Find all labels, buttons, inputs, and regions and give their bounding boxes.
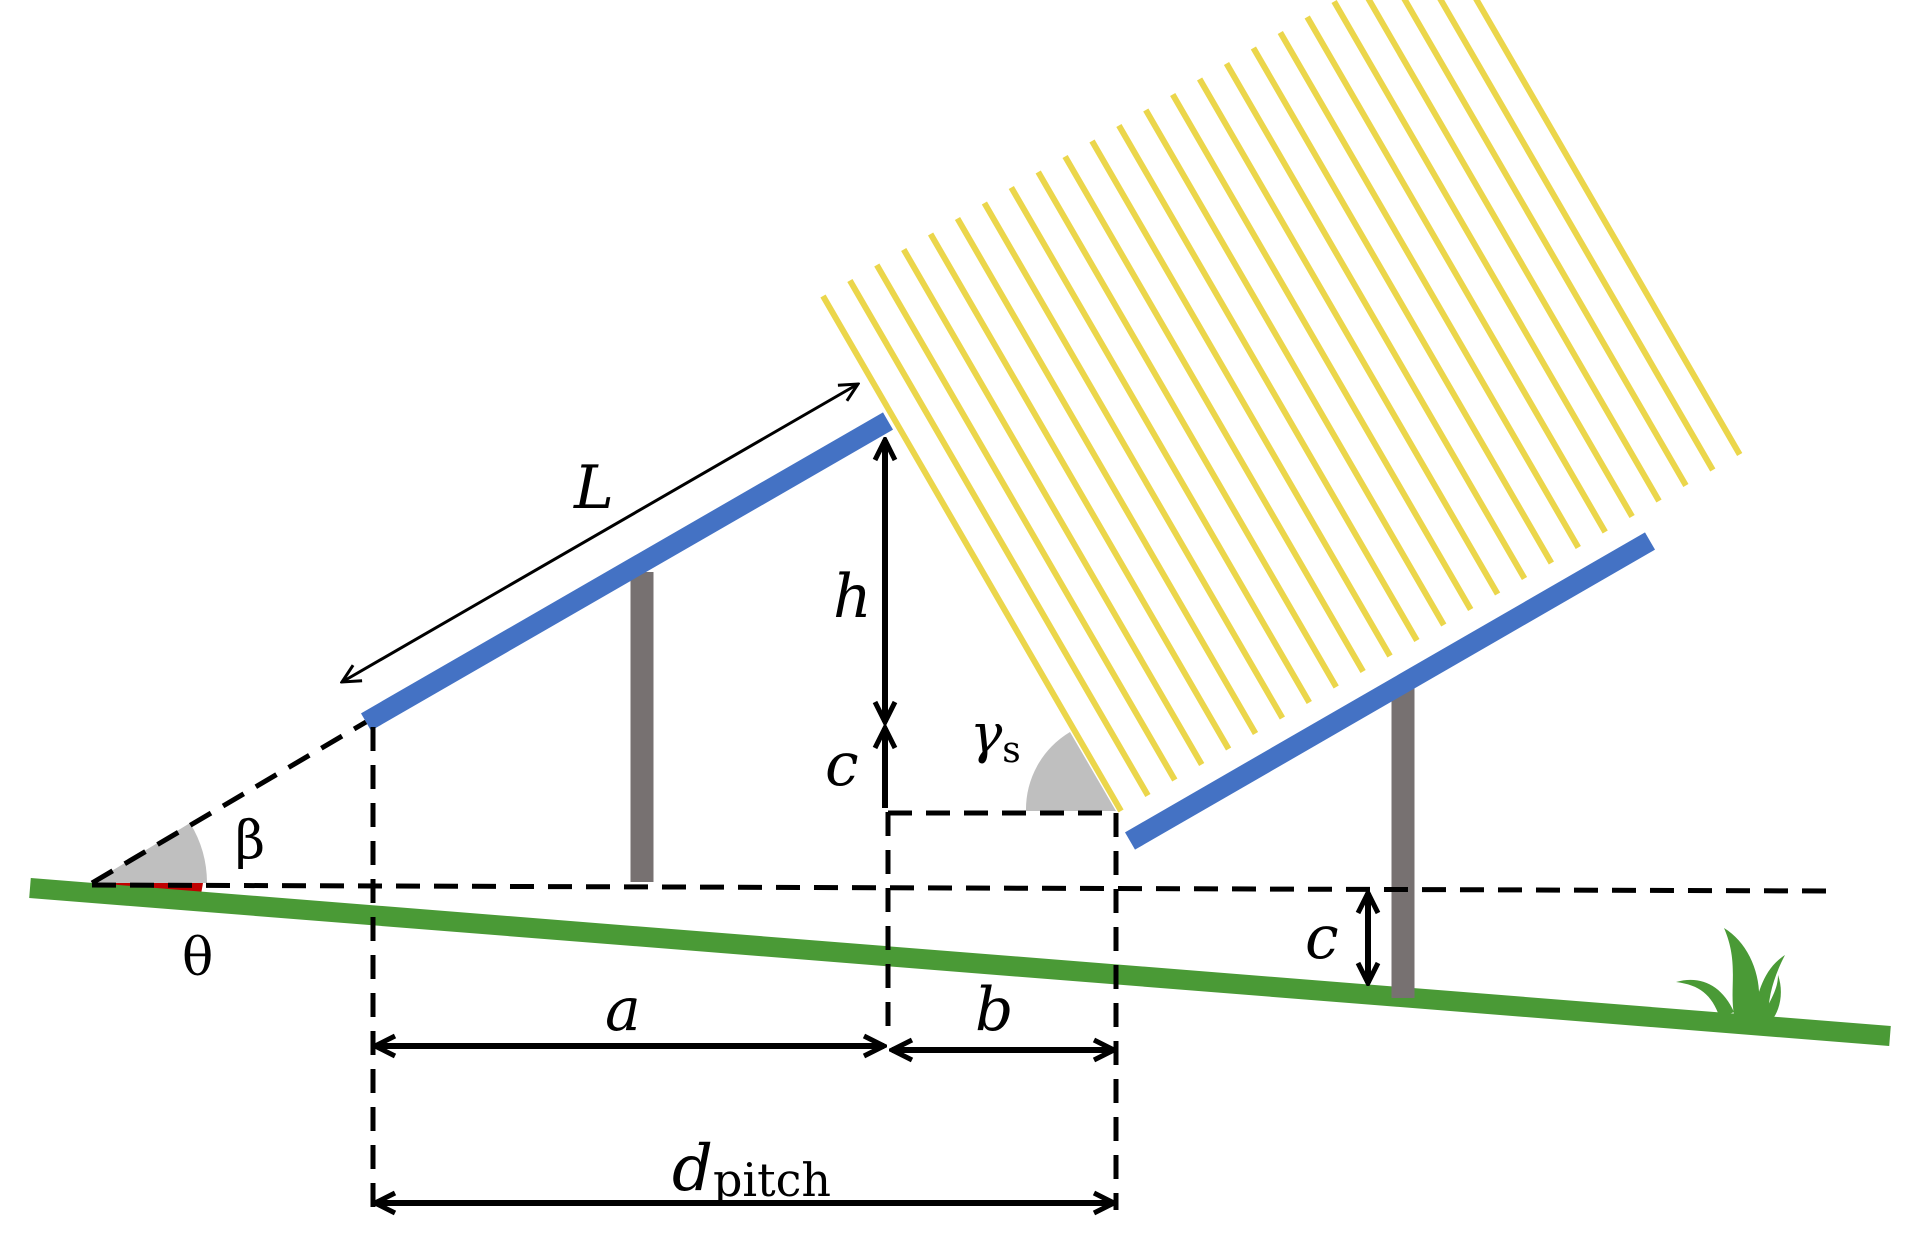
gamma-s-label: γs [970,702,1021,771]
sun-ray [1170,92,1474,612]
L-dimension-arrow [342,384,858,682]
gamma-symbol: γ [970,702,1003,765]
L-label: L [573,453,614,523]
d-symbol: d [672,1132,713,1206]
sun-ray [981,201,1285,720]
sun-ray [1089,139,1393,658]
theta-label: θ [182,928,213,988]
sun-ray [874,263,1178,782]
sun-ray [1116,123,1420,643]
sloped-ground [29,878,1891,1046]
sun-ray [1008,185,1312,705]
horizontal-reference-dashed [91,882,1831,894]
sun-ray [1197,77,1501,596]
sun-ray [928,232,1232,751]
sun-ray [1365,0,1662,503]
c-top-label: c [825,730,859,800]
h-label: h [833,562,872,632]
front-pv-panel [361,412,893,731]
beta-angle-wedge [92,823,207,883]
d-pitch-label: dpitch [672,1132,831,1207]
sun-rays [820,0,1743,813]
back-pv-panel [1125,532,1655,850]
sun-ray [901,247,1205,767]
sun-ray [847,278,1151,798]
construction-lines [90,719,1831,1210]
b-label: b [975,975,1013,1045]
sun-ray [1473,0,1743,457]
beta-label: β [235,811,265,871]
sun-ray [1250,46,1554,565]
panel-extension-dashed [90,719,368,886]
gamma-s-angle-wedge [1025,732,1116,811]
sun-ray [1062,154,1366,674]
sun-ray [1143,108,1447,627]
sun-ray [954,216,1259,736]
gamma-subscript: s [1002,730,1020,771]
sun-ray [1437,0,1716,472]
d-subscript: pitch [713,1153,831,1207]
sun-ray [1331,0,1635,519]
sun-ray [1277,30,1581,550]
sun-ray [1304,15,1608,534]
sun-ray [1223,61,1528,581]
sun-ray [1401,0,1689,488]
c-right-label: c [1305,903,1339,973]
dimension-arrows [342,384,1368,1203]
a-label: a [605,975,641,1045]
sun-ray [820,294,1124,813]
sun-ray [1035,170,1339,689]
grass-tuft-icon [1676,928,1785,1020]
